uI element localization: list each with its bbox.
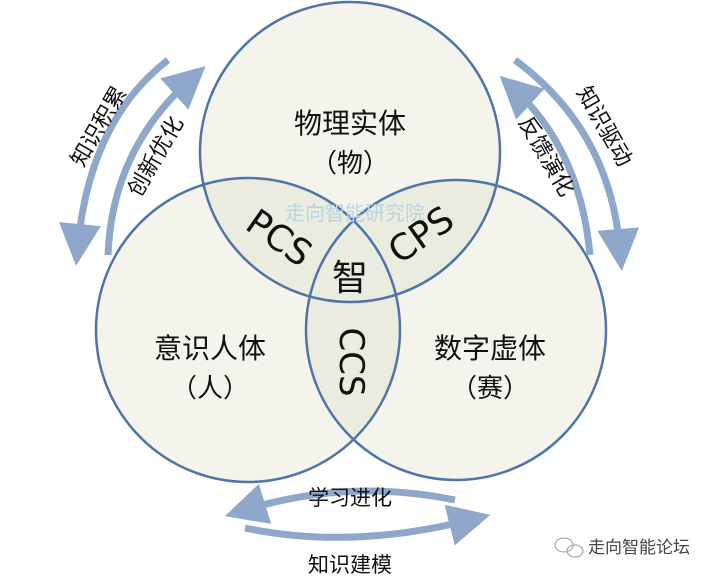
arrow-right-inner	[499, 75, 594, 256]
arrow-bottom-bottom	[244, 504, 491, 546]
digital-title: 数字虚体	[434, 332, 546, 365]
human-sub: （人）	[171, 374, 249, 404]
arrow-bottom-top	[224, 483, 456, 524]
label-center: 智	[332, 258, 368, 299]
label-knowledge-modeling: 知识建模	[308, 553, 392, 577]
label-learning-evolution: 学习进化	[308, 486, 392, 510]
physical-title: 物理实体	[294, 107, 406, 140]
watermark: 走向智能研究院	[285, 201, 425, 225]
human-title: 意识人体	[154, 332, 266, 365]
arrow-left-inner	[104, 65, 206, 256]
wechat-logo-icon	[554, 537, 584, 558]
arrow-left-outer	[59, 57, 171, 266]
logo-text: 走向智能论坛	[588, 538, 690, 558]
digital-sub: （赛）	[451, 374, 529, 404]
physical-sub: （物）	[311, 149, 389, 179]
label-ccs: CCS	[331, 327, 371, 396]
